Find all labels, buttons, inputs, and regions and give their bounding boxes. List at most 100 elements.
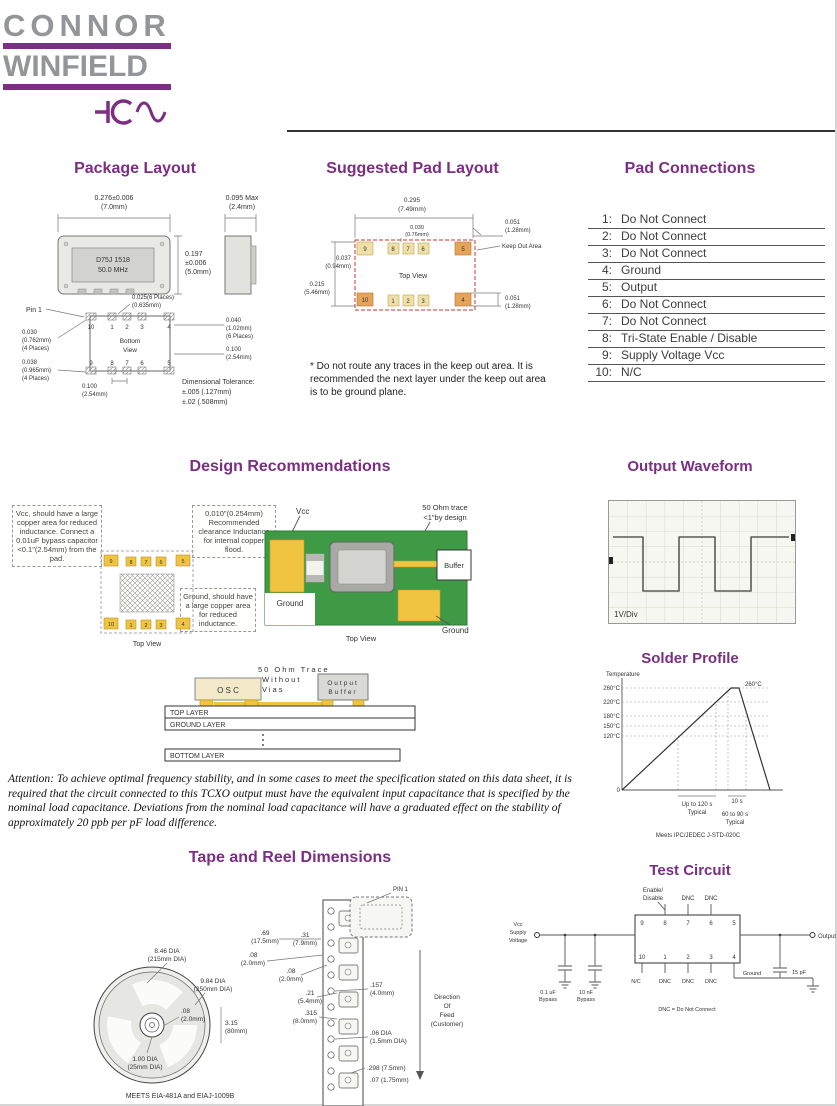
pad-number: 10 <box>362 298 369 304</box>
vcc-label: Vcc <box>513 922 522 928</box>
dim-label: 8.46 DIA <box>154 948 180 955</box>
pad-number: 5 <box>181 559 184 565</box>
pad-function: Output <box>621 280 658 294</box>
pad-6 <box>417 242 430 255</box>
trace-note: Vias <box>262 685 284 694</box>
cap-label: 0.1 uF <box>540 990 556 996</box>
dim-label: (1.5mm DIA) <box>370 1038 407 1045</box>
ground-layer-label: GROUND LAYER <box>170 722 226 729</box>
tick-label: 120°C <box>603 734 620 740</box>
pad-number: 6 <box>159 560 162 566</box>
top-view-label: Top View <box>133 641 162 648</box>
pad-function: Ground <box>621 263 662 277</box>
dim-label: .31 <box>300 932 309 939</box>
logo-bar <box>3 43 171 49</box>
keep-out-area <box>354 239 476 311</box>
pad-number: 10 <box>108 622 114 628</box>
dim-label: .08 <box>286 968 295 975</box>
pad-function: N/C <box>621 365 642 379</box>
dim-label: 0.100 <box>82 384 98 390</box>
gridlines <box>622 687 768 737</box>
pad-number: 7 <box>125 361 129 367</box>
nc-label: N/C <box>631 979 641 985</box>
vcc-copper-pour <box>269 539 305 593</box>
dim-label: (1.28mm) <box>505 304 531 310</box>
pcb-cutout <box>265 593 315 625</box>
cap-label: Bypass <box>577 997 595 1003</box>
feed-label: Of <box>444 1003 451 1010</box>
dim-label: (215mm DIA) <box>148 956 187 963</box>
clearance-note: 0.010"(0.254mm) Recommended clearance In… <box>192 505 276 558</box>
pad-number: 7 <box>144 560 147 566</box>
vcc-terminal <box>534 932 540 938</box>
jedec-footnote: Meets IPC/JEDEC J-STD-020C <box>656 833 741 839</box>
pad-5 <box>454 241 472 256</box>
zone-label: 10 s <box>731 799 742 805</box>
dim-label: .157 <box>370 982 383 989</box>
dim-label: 0.197 <box>185 251 203 258</box>
output-buffer-box <box>317 673 369 701</box>
oscillator-package <box>329 541 395 593</box>
dim-label: .06 DIA <box>370 1030 392 1037</box>
cap-label: Bypass <box>539 997 557 1003</box>
pad-number: 6 <box>140 361 144 367</box>
cap-label: 15 pF <box>792 970 807 976</box>
dim-label: 1.00 DIA <box>132 1056 158 1063</box>
bottom-layer-label: BOTTOM LAYER <box>170 753 224 760</box>
dim-label: 0.095 Max <box>226 195 259 202</box>
pad-number: 8 <box>129 560 132 566</box>
pad-7 <box>402 242 415 255</box>
package-top-view: D75J 1518 50.0 MHz <box>57 235 171 295</box>
tick-label: 220°C <box>603 700 620 706</box>
pad-num: 2: <box>601 229 612 243</box>
logo-mark-icon <box>95 99 167 125</box>
pad-num: 6: <box>601 297 612 311</box>
load-capacitor <box>773 935 787 978</box>
dnc-label: DNC <box>682 979 694 985</box>
pad-function: Do Not Connect <box>621 212 707 226</box>
pin-number: 2 <box>686 955 690 961</box>
dim-label: .298 (7.5mm) <box>367 1065 406 1072</box>
bottom-view-label: View <box>123 347 137 354</box>
dim-label: (6 Places) <box>226 334 253 340</box>
package-outline <box>349 896 413 938</box>
cap-label: 10 nF <box>579 990 594 996</box>
section-title-tape-reel: Tape and Reel Dimensions <box>188 849 392 866</box>
vcc-label: Voltage <box>509 938 527 944</box>
section-title-output-waveform: Output Waveform <box>627 458 753 475</box>
dim-label: 3.15 <box>225 1020 238 1027</box>
pad-number: 8 <box>391 247 395 253</box>
dnc-label: DNC <box>659 979 671 985</box>
dim-label: (1.02mm) <box>226 326 252 332</box>
dim-label: (7.49mm) <box>398 206 426 213</box>
pad-connection-row: 1:Do Not Connect <box>588 212 825 229</box>
pad-number: 2 <box>144 623 147 629</box>
dim-label: (4 Places) <box>22 376 49 382</box>
pad-num: 9: <box>601 348 612 362</box>
section-title-solder-profile: Solder Profile <box>641 650 739 667</box>
tick-label: 180°C <box>603 714 620 720</box>
bottom-layer-bar <box>164 748 401 762</box>
dim-label: (2.54mm) <box>226 355 252 361</box>
tick-label: 260°C <box>603 686 620 692</box>
keep-out-label: Keep Out Area <box>502 244 542 250</box>
dim-label: 0.051 <box>505 220 521 226</box>
pad-number: 9 <box>363 247 367 253</box>
dim-label: (5.46mm) <box>304 290 330 296</box>
dim-label: 0.038 <box>22 360 38 366</box>
osc-box <box>194 677 262 701</box>
pad-num: 3: <box>601 246 612 260</box>
tick-label: 0 <box>617 788 621 794</box>
vcc-label: Supply <box>510 930 527 936</box>
attention-note: Attention: To achieve optimal frequency … <box>8 773 572 829</box>
bottom-view-label: Bottom <box>120 338 141 345</box>
carrier-tape <box>322 899 364 1106</box>
zone-label: Typical <box>726 820 745 826</box>
output-terminal <box>809 932 816 938</box>
pad-2 <box>402 294 415 307</box>
pin-number: 8 <box>663 921 667 927</box>
dim-label: (17.5mm) <box>251 938 279 945</box>
pad-10 <box>356 292 374 307</box>
ground-copper-pour <box>397 589 441 622</box>
fifty-ohm-trace <box>393 560 439 568</box>
